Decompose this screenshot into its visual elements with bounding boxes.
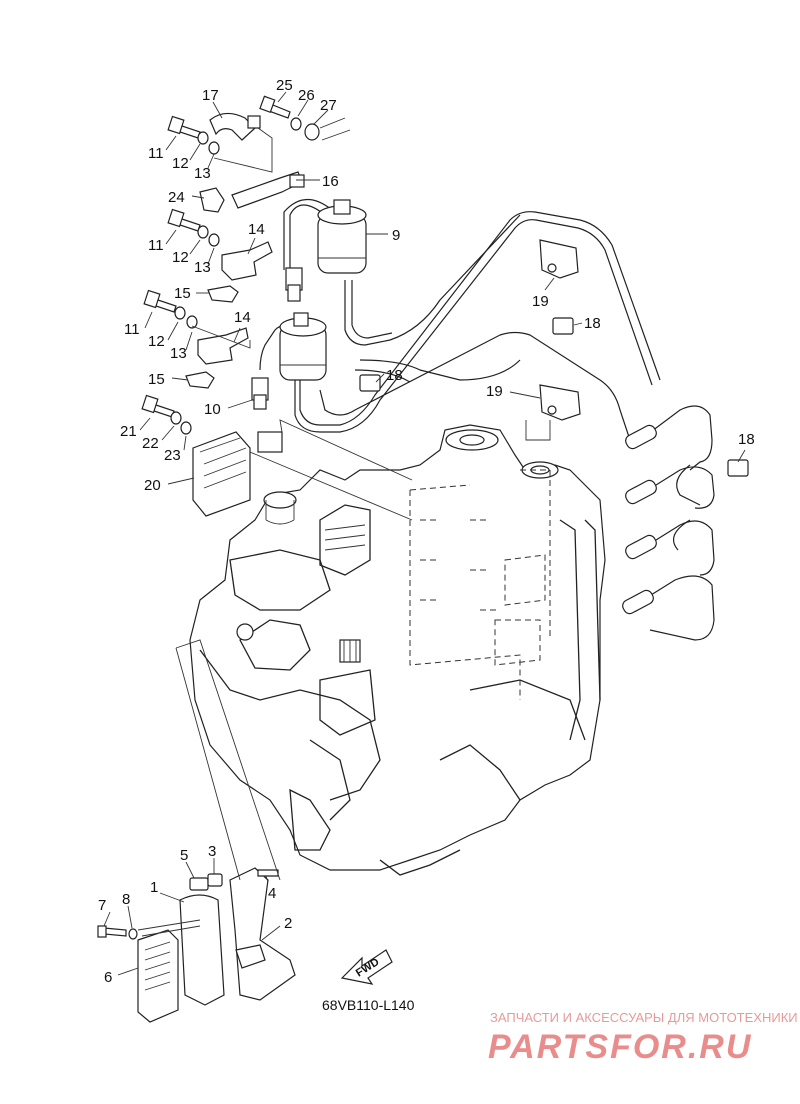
- callout-19a: 19: [532, 293, 549, 310]
- callout-13b: 13: [194, 259, 211, 276]
- wire-harness: [259, 198, 715, 641]
- callout-19b: 19: [486, 383, 503, 400]
- callout-13a: 13: [194, 165, 211, 182]
- callout-11c: 11: [124, 321, 140, 338]
- callout-11b: 11: [148, 237, 164, 254]
- callout-15b: 15: [148, 371, 165, 388]
- diagram-code: 68VB110-L140: [322, 997, 415, 1013]
- callout-13c: 13: [170, 345, 187, 362]
- leader-lines: [103, 91, 746, 976]
- watermark: ЗАПЧАСТИ И АКСЕССУАРЫ ДЛЯ МОТОТЕХНИКИ PA…: [488, 1010, 798, 1066]
- callout-10: 10: [204, 401, 221, 418]
- callout-22: 22: [142, 435, 159, 452]
- spark-plug-caps: [622, 424, 657, 615]
- callout-25: 25: [276, 77, 293, 94]
- callout-15a: 15: [174, 285, 191, 302]
- ignition-coil-9: [285, 199, 367, 302]
- ignition-coil-10: [251, 312, 327, 410]
- callout-27: 27: [320, 97, 337, 114]
- callout-18c: 18: [738, 431, 755, 448]
- callout-16: 16: [322, 173, 339, 190]
- callout-20: 20: [144, 477, 161, 494]
- callout-6: 6: [104, 969, 112, 986]
- callout-2: 2: [284, 915, 292, 932]
- engine-block: [189, 424, 606, 876]
- watermark-brand: PARTSFOR.RU: [488, 1028, 752, 1066]
- callout-8: 8: [122, 891, 130, 908]
- callout-26: 26: [298, 87, 315, 104]
- callout-14a: 14: [248, 221, 265, 238]
- callout-14b: 14: [234, 309, 251, 326]
- callout-17: 17: [202, 87, 219, 104]
- callout-3: 3: [208, 843, 216, 860]
- small-parts: [97, 95, 749, 1023]
- callout-23: 23: [164, 447, 181, 464]
- callout-21: 21: [120, 423, 137, 440]
- callout-7: 7: [98, 897, 106, 914]
- fwd-arrow: FWD: [340, 949, 393, 985]
- callout-11a: 11: [148, 145, 164, 162]
- watermark-tagline: ЗАПЧАСТИ И АКСЕССУАРЫ ДЛЯ МОТОТЕХНИКИ: [490, 1010, 798, 1025]
- callout-labels: 1 2 3 4 5 6 7 8 9 10 11 11 11 12 12 12 1…: [98, 77, 755, 986]
- callout-12a: 12: [172, 155, 189, 172]
- callout-1: 1: [150, 879, 158, 896]
- callout-24: 24: [168, 189, 185, 206]
- callout-12c: 12: [148, 333, 165, 350]
- callout-18a: 18: [584, 315, 601, 332]
- callout-5: 5: [180, 847, 188, 864]
- callout-18b: 18: [386, 367, 403, 384]
- callout-4: 4: [268, 885, 276, 902]
- callout-12b: 12: [172, 249, 189, 266]
- callout-9: 9: [392, 227, 400, 244]
